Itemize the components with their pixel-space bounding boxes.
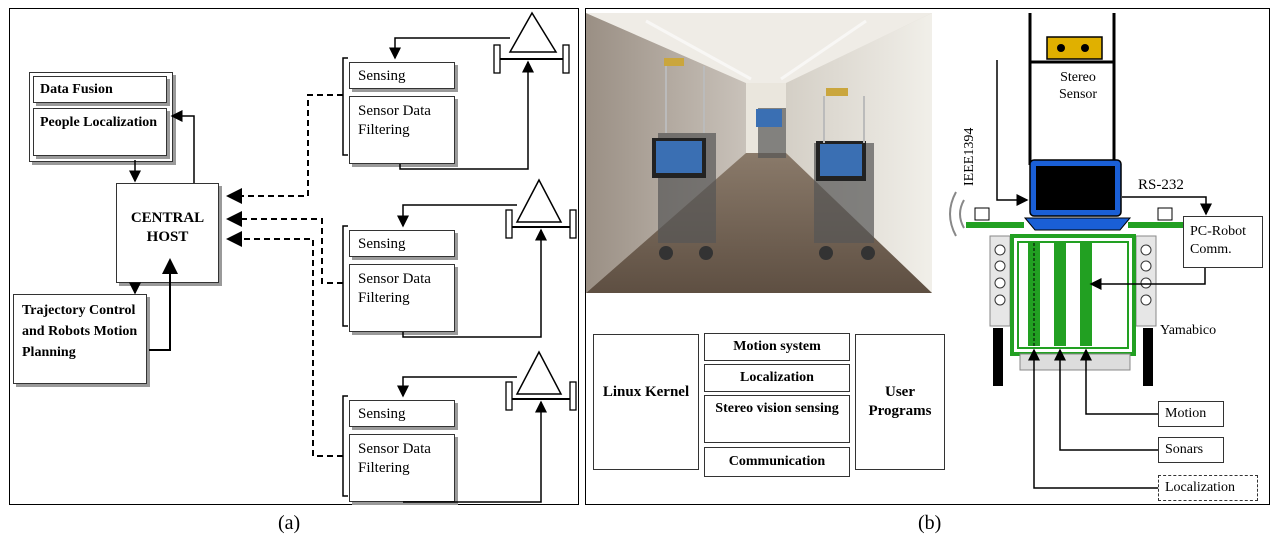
filtering-label-2: Sensor Data Filtering bbox=[358, 271, 431, 306]
robots-photo bbox=[586, 13, 932, 293]
sensing-box-3: Sensing bbox=[349, 400, 455, 427]
module-motion-system: Motion system bbox=[704, 333, 850, 361]
filtering-box-2: Sensor Data Filtering bbox=[349, 264, 455, 332]
photo-robot-right bbox=[814, 88, 875, 260]
sonars-box: Sonars bbox=[1158, 437, 1224, 463]
user-programs-box: User Programs bbox=[855, 334, 945, 470]
bracket-2 bbox=[342, 225, 348, 327]
robot-triangle-1 bbox=[508, 11, 558, 53]
bracket-1 bbox=[342, 57, 348, 156]
module-stereo-vision: Stereo vision sensing bbox=[704, 395, 850, 443]
user-programs-label: User Programs bbox=[868, 384, 932, 419]
sensing-label-1: Sensing bbox=[358, 68, 406, 84]
linux-kernel-box: Linux Kernel bbox=[593, 334, 699, 470]
module-localization-label: Localization bbox=[740, 370, 814, 385]
filtering-box-3: Sensor Data Filtering bbox=[349, 434, 455, 502]
sensing-box-1: Sensing bbox=[349, 62, 455, 89]
trajectory-label: Trajectory Control and Robots Motion Pla… bbox=[22, 303, 138, 360]
module-communication: Communication bbox=[704, 447, 850, 477]
people-localization-box: People Localization bbox=[33, 108, 167, 156]
motion-label: Motion bbox=[1165, 406, 1207, 421]
sensing-label-2: Sensing bbox=[358, 236, 406, 252]
dashed-link-3 bbox=[226, 231, 343, 457]
stereo-sensor-camera bbox=[1046, 36, 1103, 60]
central-host-label: CENTRAL HOST bbox=[130, 210, 205, 245]
pc-robot-comm-label: PC-Robot Comm. bbox=[1190, 224, 1247, 257]
data-fusion-label: Data Fusion bbox=[40, 82, 113, 97]
photo-robot-center bbox=[756, 108, 786, 158]
sensing-label-3: Sensing bbox=[358, 406, 406, 422]
module-stereo-vision-label: Stereo vision sensing bbox=[715, 401, 839, 416]
filtering-box-1: Sensor Data Filtering bbox=[349, 96, 455, 164]
rs232-label: RS-232 bbox=[1138, 177, 1184, 193]
trajectory-box: Trajectory Control and Robots Motion Pla… bbox=[13, 294, 147, 384]
localization-box: Localization bbox=[1158, 475, 1258, 501]
central-host-box: CENTRAL HOST bbox=[116, 183, 219, 283]
bracket-3 bbox=[342, 395, 348, 497]
pc-robot-comm-box: PC-Robot Comm. bbox=[1183, 216, 1263, 268]
motion-box: Motion bbox=[1158, 401, 1224, 427]
caption-a: (a) bbox=[278, 512, 301, 534]
module-communication-label: Communication bbox=[728, 454, 826, 469]
module-localization: Localization bbox=[704, 364, 850, 392]
linux-kernel-label: Linux Kernel bbox=[602, 384, 690, 400]
filtering-label-3: Sensor Data Filtering bbox=[358, 441, 431, 476]
dashed-link-2 bbox=[226, 211, 343, 284]
sensing-box-2: Sensing bbox=[349, 230, 455, 257]
robot-triangle-2 bbox=[515, 178, 563, 223]
yamabico-label: Yamabico bbox=[1160, 323, 1217, 338]
people-localization-label: People Localization bbox=[40, 115, 158, 130]
module-motion-system-label: Motion system bbox=[733, 339, 821, 354]
photo-robot-left bbox=[652, 58, 716, 260]
sonars-label: Sonars bbox=[1165, 442, 1204, 457]
robot-triangle-3 bbox=[515, 350, 563, 395]
ieee1394-label: IEEE1394 bbox=[962, 127, 977, 186]
dashed-link-1 bbox=[226, 94, 343, 204]
caption-b: (b) bbox=[918, 512, 942, 534]
filtering-label-1: Sensor Data Filtering bbox=[358, 103, 431, 138]
stereo-sensor-label: Stereo Sensor bbox=[1058, 70, 1098, 102]
data-fusion-box: Data Fusion bbox=[33, 76, 167, 103]
localization-label: Localization bbox=[1165, 480, 1235, 495]
